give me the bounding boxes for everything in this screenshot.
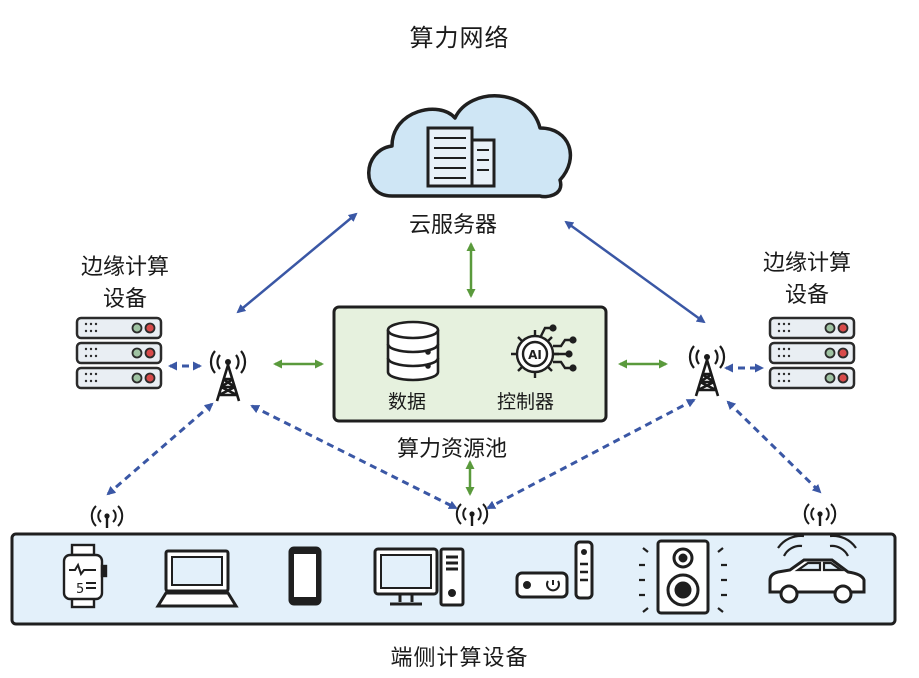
desktop-computer-icon — [373, 547, 465, 607]
arrow-tower-right-device-center — [486, 398, 696, 510]
resource-pool-box — [332, 305, 608, 423]
edge-device-left-label: 边缘计算 设备 — [60, 252, 190, 316]
smartphone-icon — [288, 546, 322, 606]
edge-right-line2: 设备 — [784, 283, 829, 308]
speaker-icon — [639, 539, 727, 615]
laptop-icon — [155, 549, 239, 608]
edge-server-left-icon — [75, 316, 163, 390]
edge-device-right-label: 边缘计算 设备 — [742, 248, 872, 312]
svg-text:5: 5 — [76, 582, 84, 597]
wifi-antenna-right-icon — [803, 502, 837, 528]
ai-chip-text: AI — [528, 348, 542, 362]
cloud-server-label: 云服务器 — [409, 213, 498, 238]
arrow-cloud-edge-right — [564, 220, 706, 324]
set-top-box-icon — [515, 540, 594, 600]
wifi-antenna-left-icon — [90, 504, 124, 530]
arrow-cloud-edge-left — [236, 212, 358, 314]
edge-server-right-icon — [768, 316, 856, 390]
cell-tower-right-icon — [688, 344, 726, 398]
database-icon — [386, 320, 440, 382]
edge-right-line1: 边缘计算 — [762, 251, 851, 276]
arrow-tower-left-device-center — [250, 404, 458, 510]
smartwatch-icon: 5 — [62, 543, 108, 609]
arrow-tower-right-device-right — [726, 400, 822, 494]
end-device-label: 端侧计算设备 — [390, 646, 529, 671]
resource-pool-label: 算力资源池 — [397, 437, 508, 462]
edge-left-line1: 边缘计算 — [80, 255, 169, 280]
arrow-tower-left-device-left — [106, 402, 214, 496]
wifi-antenna-center-icon — [455, 502, 489, 528]
diagram-title: 算力网络 — [409, 24, 510, 52]
ai-controller-icon — [511, 324, 577, 378]
cloud-server-icon — [367, 94, 572, 199]
controller-label: 控制器 — [497, 391, 555, 413]
data-label: 数据 — [388, 391, 427, 413]
cell-tower-left-icon — [209, 349, 247, 403]
connected-car-icon — [768, 534, 866, 604]
edge-left-line2: 设备 — [102, 287, 147, 312]
